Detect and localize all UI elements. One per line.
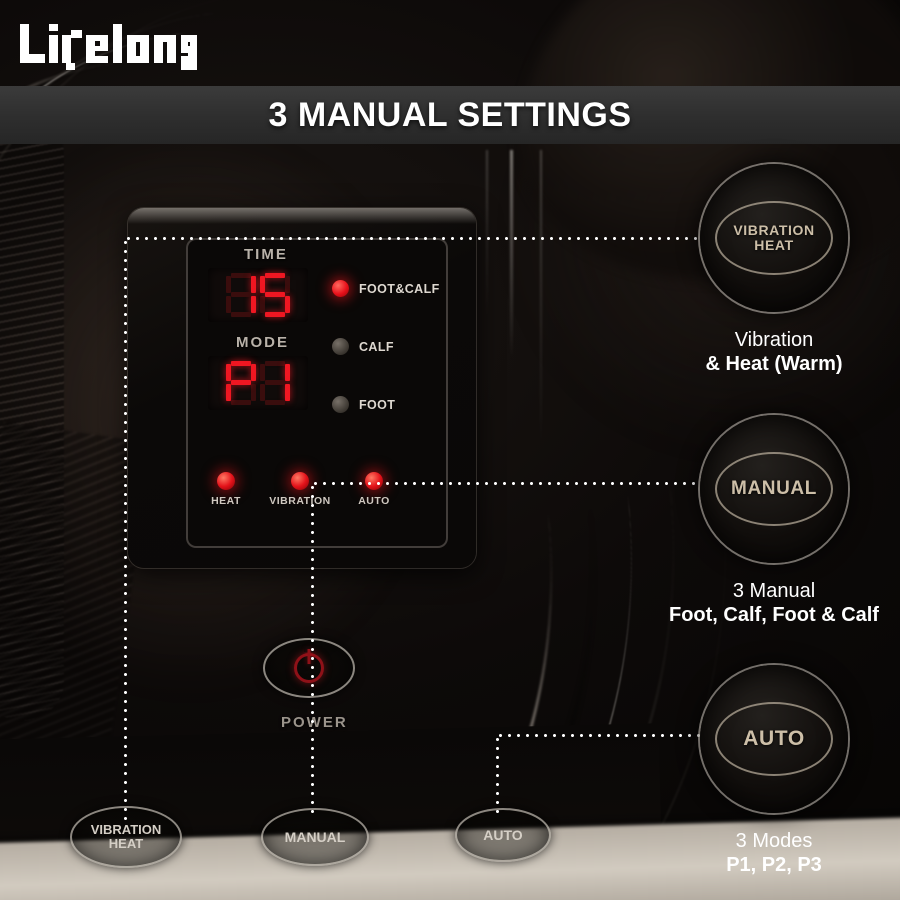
- feature-auto: AUTO 3 Modes P1, P2, P3: [664, 665, 884, 878]
- gloss-sliver-a: [510, 150, 513, 360]
- feature-button-line1: VIBRATION: [733, 222, 815, 239]
- led-foot-and-calf-icon: [332, 280, 349, 297]
- feature-vibration-heat: VIBRATION HEAT Vibration & Heat (Warm): [664, 164, 884, 377]
- control-panel-face: TIME MODE FOOT&CALF: [186, 238, 448, 548]
- mode-digit-1: [226, 361, 256, 405]
- feature-button-face: AUTO: [715, 702, 833, 776]
- device-button-label: VIBRATION HEAT: [90, 822, 162, 851]
- mode-label: MODE: [236, 334, 289, 351]
- lifelong-wordmark-logo: [18, 22, 198, 70]
- time-label: TIME: [244, 246, 288, 263]
- caption-line-1: Vibration: [734, 329, 814, 351]
- led-heat-icon: [217, 472, 235, 490]
- indicator-label: FOOT: [359, 397, 396, 412]
- power-button[interactable]: [263, 638, 355, 698]
- mode-digit-2: [260, 361, 290, 405]
- indicator-label: CALF: [359, 339, 394, 354]
- feature-button-line2: HEAT: [754, 237, 794, 253]
- time-digit-2: [260, 273, 290, 317]
- led-calf-icon: [332, 338, 349, 355]
- led-vibration-icon: [291, 472, 309, 490]
- indicator-calf[interactable]: CALF: [332, 338, 394, 355]
- indicator-label: FOOT&CALF: [359, 281, 440, 296]
- device-button-auto[interactable]: AUTO: [455, 808, 551, 862]
- mode-display: [208, 356, 308, 410]
- device-button-label: MANUAL: [284, 828, 346, 845]
- caption-line-1: 3 Modes: [735, 830, 813, 852]
- power-button-label: POWER: [281, 714, 348, 731]
- device-button-label: AUTO: [483, 826, 523, 843]
- panel-bezel-highlight: [128, 208, 476, 224]
- power-symbol-icon: [294, 653, 324, 683]
- page-title: 3 MANUAL SETTINGS: [268, 95, 632, 134]
- callout-line-manual-vertical: [311, 483, 314, 813]
- feature-caption-vibration-heat: Vibration & Heat (Warm): [664, 328, 884, 377]
- callout-line-vibration-heat-vertical: [124, 238, 127, 824]
- indicator-heat[interactable]: HEAT: [194, 472, 258, 507]
- caption-line-2: Foot, Calf, Foot & Calf: [669, 604, 879, 627]
- feature-button-line1: MANUAL: [731, 477, 817, 499]
- gloss-sliver-c: [486, 150, 488, 320]
- header-banner: 3 MANUAL SETTINGS: [0, 86, 900, 144]
- indicator-foot[interactable]: FOOT: [332, 396, 395, 413]
- feature-button-auto[interactable]: AUTO: [700, 665, 848, 813]
- feature-button-face: MANUAL: [715, 452, 833, 526]
- caption-line-1: 3 Manual: [732, 580, 816, 602]
- indicator-vibration[interactable]: VIBRATION: [268, 472, 332, 507]
- callout-line-vibration-heat-horizontal: [124, 237, 700, 240]
- feature-manual: MANUAL 3 Manual Foot, Calf, Foot & Calf: [664, 415, 884, 628]
- device-button-manual[interactable]: MANUAL: [261, 808, 369, 866]
- led-foot-icon: [332, 396, 349, 413]
- callout-line-manual-horizontal: [311, 482, 700, 485]
- feature-button-line1: AUTO: [743, 726, 805, 750]
- feature-caption-auto: 3 Modes P1, P2, P3: [664, 829, 884, 878]
- control-panel: TIME MODE FOOT&CALF: [128, 208, 476, 568]
- feature-button-manual[interactable]: MANUAL: [700, 415, 848, 563]
- feature-button-face: VIBRATION HEAT: [715, 201, 833, 275]
- gloss-sliver-b: [540, 150, 542, 450]
- callout-line-auto-vertical: [496, 735, 499, 815]
- feature-button-vibration-heat[interactable]: VIBRATION HEAT: [700, 164, 848, 312]
- caption-line-2: & Heat (Warm): [705, 353, 843, 376]
- indicator-foot-and-calf[interactable]: FOOT&CALF: [332, 280, 440, 297]
- callout-line-auto-horizontal: [496, 734, 700, 737]
- indicator-label: AUTO: [358, 495, 390, 507]
- time-digit-1: [226, 273, 256, 317]
- caption-line-2: P1, P2, P3: [726, 854, 822, 877]
- feature-caption-manual: 3 Manual Foot, Calf, Foot & Calf: [664, 579, 884, 628]
- led-auto-icon: [365, 472, 383, 490]
- time-display: [208, 268, 308, 322]
- indicator-auto[interactable]: AUTO: [342, 472, 406, 507]
- indicator-label: VIBRATION: [269, 495, 331, 507]
- indicator-label: HEAT: [211, 495, 241, 507]
